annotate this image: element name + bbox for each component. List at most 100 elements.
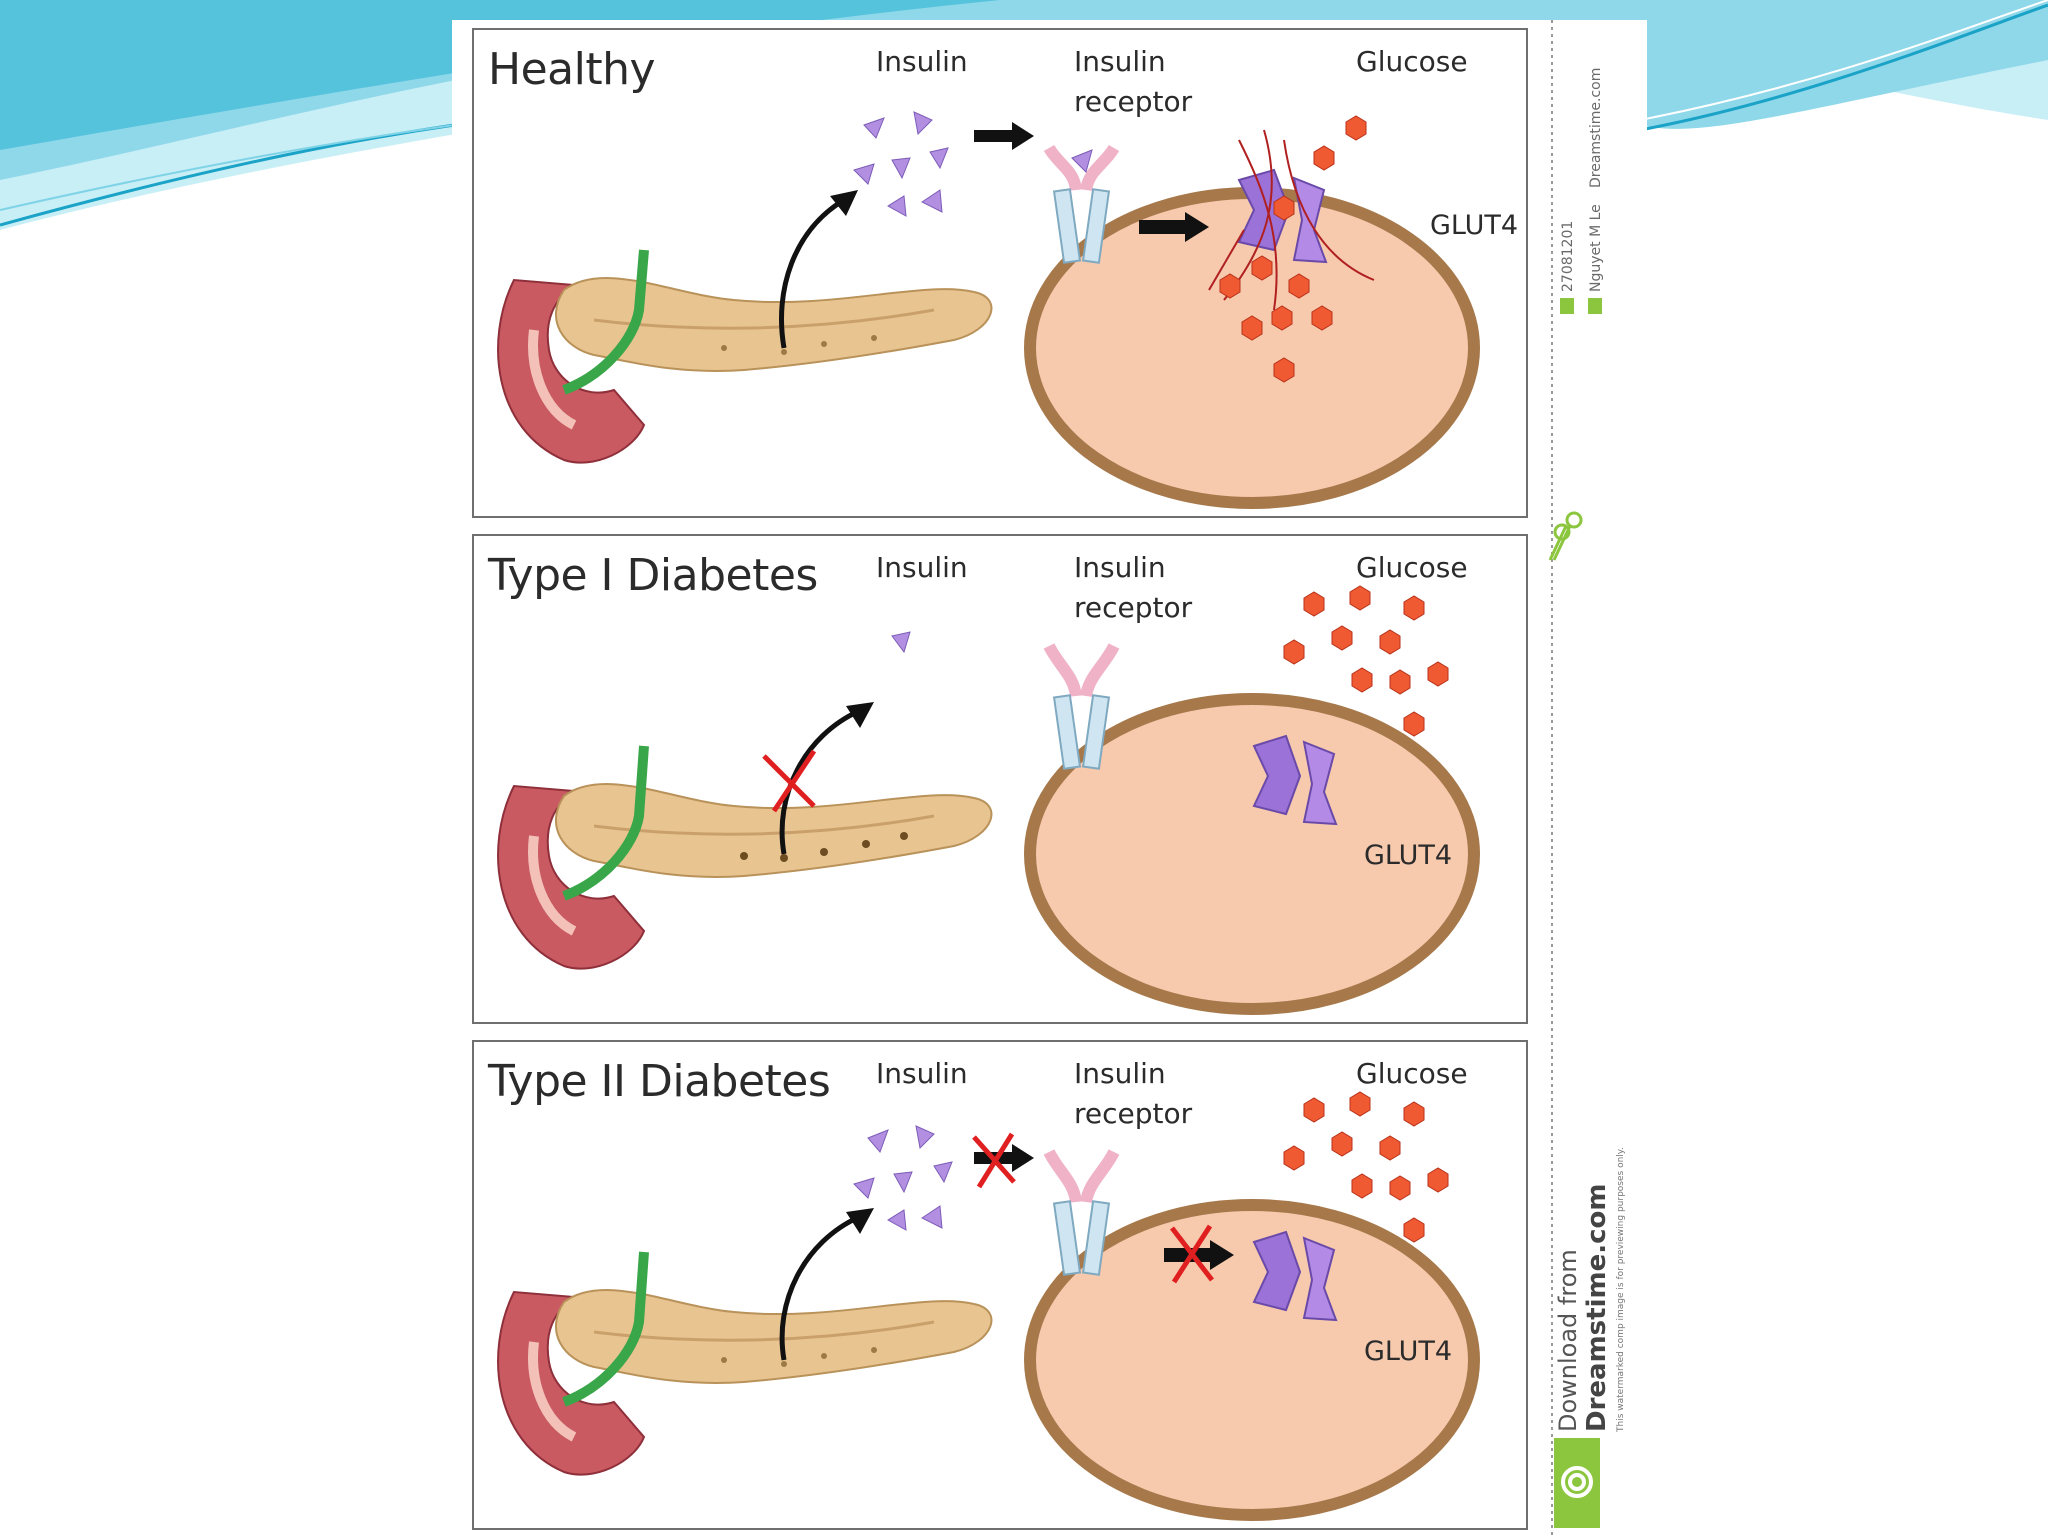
duodenum-inner [528,1341,577,1442]
islet-dot [740,852,748,860]
insulin-molecule [891,157,911,180]
glucose-molecule [1271,305,1293,331]
receptor-label-line2: receptor [1074,1097,1193,1130]
pancreas-group [497,1251,993,1476]
insulin-receptor-label: Insulin receptor [1074,548,1192,628]
logo-badge-bg [1554,1438,1600,1528]
secretion-arrow [779,197,846,349]
arrow-to-glut4-head [1185,212,1209,242]
glucose-molecule [1311,305,1333,331]
duodenum [497,784,646,970]
glut4-label: GLUT4 [1430,210,1519,241]
insulin-molecule [887,195,907,217]
insulin-molecules [853,1125,953,1231]
panel-type-2-diabetes: Type II Diabetes Insulin Insulin recepto… [472,1040,1528,1530]
pancreatic-duct [593,1320,935,1342]
receptor-label-line2: receptor [1074,85,1193,118]
glut4-transporter [1252,734,1338,826]
duodenum [497,278,646,464]
stock-credit-strip: 27081201 Nguyet M Le Dreamstime.com Down… [1548,20,1647,1536]
pancreas-body [554,782,993,878]
insulin-molecule [929,147,949,170]
download-line-1: Download from [1554,1249,1582,1432]
islet-dot [821,341,827,347]
glucose-molecules [1283,1091,1449,1243]
glucose-molecule [1345,115,1367,141]
bile-duct [562,745,649,901]
glucose-molecule [1273,195,1295,221]
credit-strip-art [1548,20,1602,1536]
duodenum [497,1290,646,1476]
pancreas-group [497,249,993,464]
credit-site: Dreamstime.com [1588,67,1604,188]
insulin-label: Insulin [876,45,968,78]
insulin-receptor [1043,1149,1120,1276]
download-line-2: Dreamstime.com [1582,1183,1612,1432]
secretion-arrow-head [846,1208,874,1234]
credit-author: Nguyet M Le [1588,204,1604,292]
insulin-molecule [913,111,933,136]
panel-title: Healthy [488,44,656,95]
receptor-label-line2: receptor [1074,591,1193,624]
pancreas-body [554,1288,993,1384]
credit-id: 27081201 [1560,220,1576,292]
glut4-label: GLUT4 [1364,1336,1453,1367]
scissors-icon [1548,511,1583,561]
blocked-receptor-binding-x [972,1132,1016,1189]
insulin-molecule [891,631,911,654]
receptor-beta-left [1052,188,1082,264]
islet-dot [900,832,908,840]
panel-type-2-art [497,1091,1480,1521]
islet-dot [871,1347,877,1353]
insulin-receptor [1043,643,1120,770]
bile-duct [562,1251,649,1407]
panel-healthy: Healthy Insulin Insulin receptor Glucose… [472,28,1528,518]
wave-line-right [1639,3,2048,132]
islet-dot [862,840,870,848]
glucose-label: Glucose [1356,45,1468,78]
glucose-entry-arrow [1283,139,1375,281]
receptor-beta-right [1081,188,1111,264]
pancreas-group [497,745,993,970]
receptor-label-line1: Insulin [1074,551,1166,584]
arrow-to-receptor-head [1012,122,1034,150]
arrow-to-glut4-shaft [1139,220,1185,234]
pancreatic-duct [593,814,935,836]
insulin-molecules [853,111,949,217]
insulin-receptor [1043,144,1120,264]
islet-dot [821,1353,827,1359]
insulin-label: Insulin [876,1057,968,1090]
bound-insulin [1071,149,1093,173]
islet-dot [780,854,788,862]
fine-print: This watermarked comp image is for previ… [1616,1147,1626,1432]
panel-healthy-art [497,111,1480,509]
insulin-receptor-label: Insulin receptor [1074,1054,1192,1134]
duodenum-inner [528,835,577,936]
arrow-to-receptor-shaft [974,130,1012,142]
islet-dot [781,349,787,355]
arrow-to-receptor-head [1012,1144,1034,1172]
glut4-transporter [1252,1230,1338,1322]
cell [1024,1199,1480,1521]
insulin-molecule [853,163,875,185]
copyright-icon [1588,298,1602,314]
secretion-arrow-head [830,190,858,216]
insulin-receptor-label: Insulin receptor [1074,42,1192,122]
islet-dot [820,848,828,856]
diabetes-diagram-figure: Healthy Insulin Insulin receptor Glucose… [452,20,1647,1536]
receptor-label-line1: Insulin [1074,45,1166,78]
glucose-molecule [1313,145,1335,171]
secretion-arrow-head [846,702,874,728]
glucose-entry-arrow [1238,139,1278,311]
dreamstime-spiral-logo-icon [1561,1466,1593,1498]
glucose-label: Glucose [1356,1057,1468,1090]
islet-dot [871,335,877,341]
islet-dot [721,1357,727,1363]
panel-type-1-diabetes: Type I Diabetes Insulin Insulin receptor… [472,534,1528,1024]
receptor-label-line1: Insulin [1074,1057,1166,1090]
glucose-molecules [1219,115,1367,383]
glucose-molecule [1251,255,1273,281]
glucose-label: Glucose [1356,551,1468,584]
glut4-body [1237,168,1291,252]
insulin-label: Insulin [876,551,968,584]
